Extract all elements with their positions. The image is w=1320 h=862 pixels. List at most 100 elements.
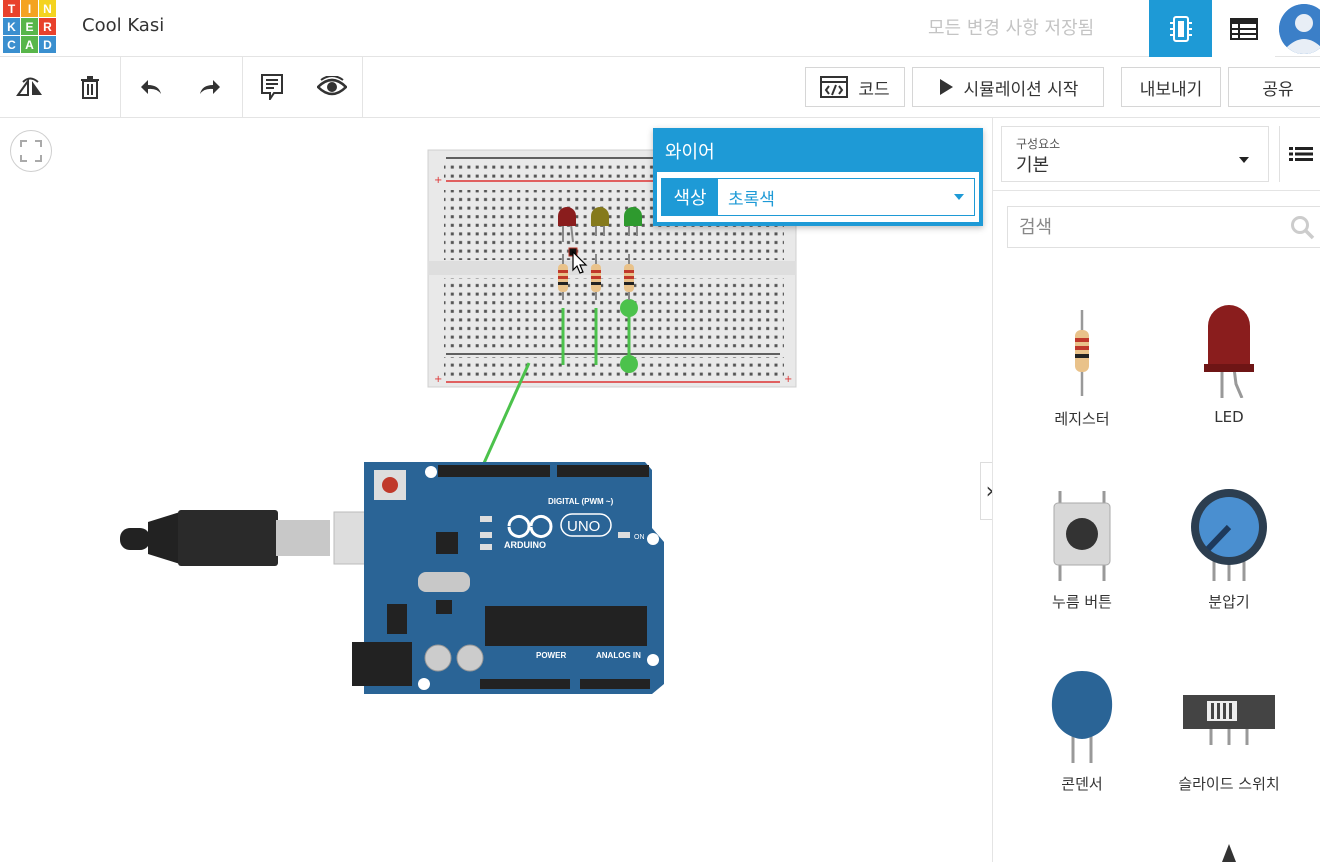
visibility-button[interactable] — [316, 71, 348, 103]
gnd-wire[interactable] — [478, 362, 531, 473]
fit-view-icon — [20, 140, 42, 162]
circuit-view-button[interactable] — [1149, 0, 1212, 57]
wire-properties-popup: 와이어 색상 초록색 — [653, 128, 983, 226]
component-led[interactable]: LED — [1156, 288, 1302, 426]
toolbar-divider — [120, 57, 121, 118]
component-pushbutton[interactable]: 누름 버튼 — [1009, 471, 1155, 612]
start-simulation-button[interactable]: 시뮬레이션 시작 — [912, 67, 1104, 107]
redo-button[interactable] — [194, 71, 226, 103]
component-label: 누름 버튼 — [1052, 593, 1112, 611]
potentiometer-icon — [1156, 471, 1302, 581]
editor-toolbar: 코드 시뮬레이션 시작 내보내기 공유 — [0, 57, 1320, 118]
component-label: 콘덴서 — [1061, 775, 1103, 793]
library-select-value: 기본 — [1016, 155, 1050, 176]
circuit-canvas[interactable]: + + + + — [0, 118, 992, 862]
component-potentiometer[interactable]: 분압기 — [1156, 471, 1302, 612]
redo-arrow-icon — [200, 80, 220, 94]
wire-popup-title: 와이어 — [665, 142, 715, 163]
led-icon — [1156, 288, 1302, 398]
wire-popup-body: 색상 초록색 — [657, 172, 979, 222]
play-icon — [939, 79, 953, 95]
project-title[interactable]: Cool Kasi — [82, 15, 165, 36]
notes-button[interactable] — [256, 71, 288, 103]
resistor-icon — [1009, 288, 1155, 398]
user-avatar[interactable] — [1279, 4, 1320, 54]
component-search — [1007, 206, 1320, 248]
search-input[interactable] — [1008, 207, 1288, 247]
chevron-right-icon: › — [985, 478, 995, 504]
share-button[interactable]: 공유 — [1228, 67, 1320, 107]
component-slide-switch[interactable]: 슬라이드 스위치 — [1156, 653, 1302, 794]
logo-letter: A — [21, 36, 38, 53]
undo-arrow-icon — [141, 80, 161, 94]
panel-divider — [993, 190, 1320, 191]
logo-letter: D — [39, 36, 56, 53]
toolbar-divider — [242, 57, 243, 118]
logo-letter: R — [39, 18, 56, 35]
export-label: 내보내기 — [1139, 79, 1203, 100]
usb-cable[interactable] — [120, 510, 409, 566]
note-icon — [261, 74, 283, 100]
delete-button[interactable] — [74, 71, 106, 103]
on-label: ON — [634, 534, 645, 541]
list-icon — [1288, 147, 1313, 161]
library-select-label: 구성요소 — [1016, 137, 1061, 151]
component-capacitor[interactable]: 콘덴서 — [1009, 653, 1155, 794]
chevron-down-icon — [1238, 149, 1250, 168]
schematic-list-view-button[interactable] — [1212, 0, 1275, 57]
undo-button[interactable] — [135, 71, 167, 103]
search-icon[interactable] — [1290, 215, 1316, 245]
logo-letter: N — [39, 0, 56, 17]
svg-text:+: + — [784, 374, 792, 385]
logo-letter: E — [21, 18, 38, 35]
components-panel: 구성요소 기본 레지스터 — [992, 118, 1320, 862]
arduino-brand: ARDUINO — [504, 540, 546, 550]
component-library-select[interactable]: 구성요소 기본 — [1001, 126, 1269, 182]
component-label: 레지스터 — [1054, 410, 1110, 428]
toolbar-divider — [362, 57, 363, 118]
logo-letter: I — [21, 0, 38, 17]
export-button[interactable]: 내보내기 — [1121, 67, 1221, 107]
component-label: 분압기 — [1208, 593, 1250, 611]
rotate-button[interactable] — [14, 71, 46, 103]
arduino-uno-board[interactable]: ARDUINO UNO DIGITAL (PWM ~) POWER ANALOG… — [352, 462, 664, 694]
trash-icon — [81, 76, 99, 99]
list-view-toggle[interactable] — [1279, 126, 1320, 182]
chevron-down-icon — [944, 193, 974, 201]
digital-label: DIGITAL (PWM ~) — [548, 497, 614, 506]
wire-endpoint-handle[interactable] — [620, 299, 638, 317]
led-green[interactable] — [624, 207, 642, 236]
code-button-label: 코드 — [858, 79, 890, 100]
eye-icon — [317, 76, 347, 96]
slide-switch-icon — [1156, 653, 1302, 763]
led-red[interactable] — [558, 207, 576, 243]
wire-color-label: 색상 — [662, 179, 718, 215]
resistor[interactable] — [624, 254, 634, 300]
resistor[interactable] — [558, 254, 568, 300]
circuit-chip-icon — [1169, 15, 1192, 42]
component-label: 슬라이드 스위치 — [1178, 775, 1280, 793]
analog-in-label: ANALOG IN — [596, 651, 641, 660]
mouse-cursor-icon — [572, 250, 588, 274]
user-avatar-icon — [1279, 4, 1320, 54]
table-list-icon — [1229, 17, 1258, 40]
logo-letter: C — [3, 36, 20, 53]
breadboard[interactable]: + + + + — [427, 149, 797, 388]
svg-text:+: + — [434, 374, 442, 385]
svg-text:+: + — [434, 175, 442, 186]
component-resistor[interactable]: 레지스터 — [1009, 288, 1155, 429]
code-button[interactable]: 코드 — [805, 67, 905, 107]
led-yellow[interactable] — [591, 207, 609, 236]
wire-endpoint-handle[interactable] — [620, 355, 638, 373]
fit-to-view-button[interactable] — [10, 130, 52, 172]
wire-color-select[interactable]: 색상 초록색 — [661, 178, 975, 216]
arduino-model: UNO — [567, 518, 600, 535]
start-simulation-label: 시뮬레이션 시작 — [963, 79, 1079, 100]
component-label: LED — [1214, 408, 1244, 426]
code-editor-icon — [820, 76, 849, 98]
next-component-partial — [1216, 840, 1242, 862]
resistor[interactable] — [591, 254, 601, 300]
